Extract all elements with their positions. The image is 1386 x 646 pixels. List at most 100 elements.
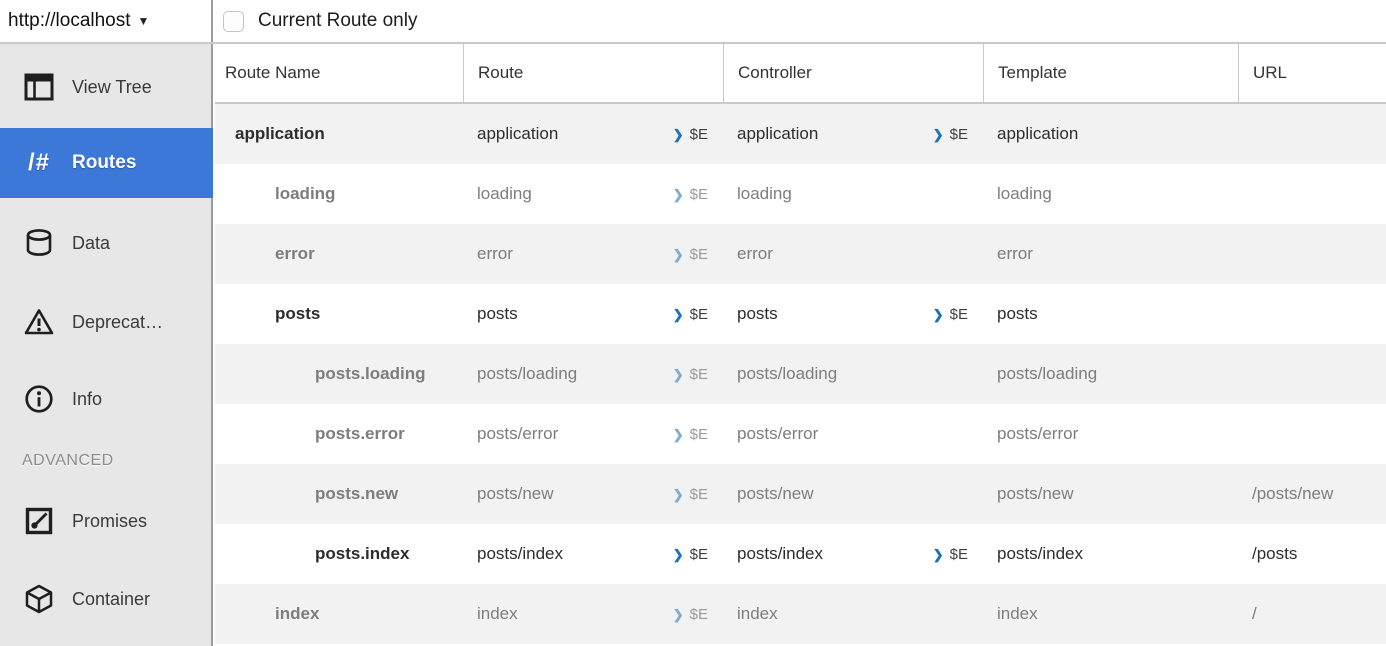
inspect-chevron-icon: ❯ bbox=[672, 306, 684, 322]
column-header-template: Template bbox=[983, 44, 1238, 102]
route-handler-text: index bbox=[477, 604, 518, 623]
sidebar-item-container[interactable]: Container bbox=[0, 571, 213, 627]
send-to-console-label[interactable]: $E bbox=[689, 485, 708, 503]
route-inspect-group[interactable]: ❯ $E bbox=[673, 186, 708, 203]
send-to-console-label[interactable]: $E bbox=[689, 185, 708, 203]
route-table-row[interactable]: posts.new posts/new ❯ $E posts/new ❯ $E … bbox=[215, 464, 1386, 524]
route-inspect-group[interactable]: ❯ $E bbox=[673, 606, 708, 623]
route-inspect-group[interactable]: ❯ $E bbox=[673, 426, 708, 443]
route-inspect-group[interactable]: ❯ $E bbox=[673, 126, 708, 143]
route-name-cell: loading bbox=[215, 164, 463, 224]
route-name-text: posts.index bbox=[315, 544, 410, 563]
sidebar-item-label: Routes bbox=[72, 152, 137, 173]
controller-inspect-group[interactable]: ❯ $E bbox=[933, 126, 968, 143]
inspect-chevron-icon: ❯ bbox=[672, 426, 684, 442]
controller-cell: posts/loading ❯ $E bbox=[723, 344, 983, 404]
column-header-url: URL bbox=[1238, 44, 1386, 102]
inspect-chevron-icon: ❯ bbox=[672, 606, 684, 622]
url-text: /posts/new bbox=[1252, 484, 1334, 503]
send-to-console-label[interactable]: $E bbox=[949, 305, 968, 323]
template-text: posts/error bbox=[997, 424, 1079, 443]
route-name-text: posts bbox=[275, 304, 321, 323]
controller-text: error bbox=[737, 244, 773, 263]
template-cell: loading bbox=[983, 164, 1238, 224]
current-route-only-checkbox[interactable] bbox=[223, 10, 244, 32]
route-table-row[interactable]: error error ❯ $E error ❯ $E error bbox=[215, 224, 1386, 284]
send-to-console-label[interactable]: $E bbox=[689, 305, 708, 323]
url-cell bbox=[1238, 104, 1386, 164]
template-cell: posts/error bbox=[983, 404, 1238, 464]
route-cell: posts/loading ❯ $E bbox=[463, 344, 723, 404]
route-inspect-group[interactable]: ❯ $E bbox=[673, 366, 708, 383]
send-to-console-label[interactable]: $E bbox=[949, 545, 968, 563]
route-cell: posts/index ❯ $E bbox=[463, 524, 723, 584]
send-to-console-label[interactable]: $E bbox=[689, 545, 708, 563]
send-to-console-label[interactable]: $E bbox=[949, 125, 968, 143]
send-to-console-label[interactable]: $E bbox=[689, 125, 708, 143]
inspect-chevron-icon: ❯ bbox=[672, 546, 684, 562]
controller-inspect-group[interactable]: ❯ $E bbox=[933, 306, 968, 323]
route-table-row[interactable]: posts.loading posts/loading ❯ $E posts/l… bbox=[215, 344, 1386, 404]
column-header-route-name: Route Name bbox=[225, 63, 321, 82]
route-name-cell: posts bbox=[215, 284, 463, 344]
url-text: / bbox=[1252, 604, 1257, 623]
send-to-console-label[interactable]: $E bbox=[689, 245, 708, 263]
route-name-cell: posts.loading bbox=[215, 344, 463, 404]
route-inspect-group[interactable]: ❯ $E bbox=[673, 546, 708, 563]
route-cell: application ❯ $E bbox=[463, 104, 723, 164]
sidebar-item-label: Promises bbox=[72, 510, 148, 531]
route-inspect-group[interactable]: ❯ $E bbox=[673, 486, 708, 503]
route-table-row[interactable]: posts.error posts/error ❯ $E posts/error… bbox=[215, 404, 1386, 464]
route-cell: posts/error ❯ $E bbox=[463, 404, 723, 464]
inspect-chevron-icon: ❯ bbox=[932, 546, 944, 562]
sidebar-item-info[interactable]: Info bbox=[0, 371, 213, 427]
sidebar-item-label: View Tree bbox=[72, 76, 152, 97]
sidebar-item-deprecations[interactable]: Deprecat… bbox=[0, 294, 213, 350]
controller-cell: posts ❯ $E bbox=[723, 284, 983, 344]
sidebar-item-data[interactable]: Data bbox=[0, 215, 213, 271]
column-header-route: Route bbox=[463, 44, 723, 102]
controller-text: posts/new bbox=[737, 484, 814, 503]
url-cell bbox=[1238, 344, 1386, 404]
route-table-row[interactable]: posts.index posts/index ❯ $E posts/index… bbox=[215, 524, 1386, 584]
sidebar-item-promises[interactable]: Promises bbox=[0, 493, 213, 549]
send-to-console-label[interactable]: $E bbox=[689, 605, 708, 623]
route-name-text: index bbox=[275, 604, 320, 623]
route-inspect-group[interactable]: ❯ $E bbox=[673, 246, 708, 263]
controller-text: posts/index bbox=[737, 544, 823, 563]
inspect-chevron-icon: ❯ bbox=[672, 246, 684, 262]
send-to-console-label[interactable]: $E bbox=[689, 365, 708, 383]
controller-cell: application ❯ $E bbox=[723, 104, 983, 164]
url-cell: /posts/new bbox=[1238, 464, 1386, 524]
database-icon bbox=[22, 226, 56, 260]
route-inspect-group[interactable]: ❯ $E bbox=[673, 306, 708, 323]
routes-table-body: application application ❯ $E application… bbox=[215, 104, 1386, 644]
route-handler-text: error bbox=[477, 244, 513, 263]
route-cell: index ❯ $E bbox=[463, 584, 723, 644]
controller-cell: posts/new ❯ $E bbox=[723, 464, 983, 524]
route-cell: posts/new ❯ $E bbox=[463, 464, 723, 524]
route-name-cell: index bbox=[215, 584, 463, 644]
host-dropdown[interactable]: http://localhost ▼ bbox=[8, 10, 149, 32]
sidebar-item-label: Data bbox=[72, 232, 111, 253]
route-table-row[interactable]: loading loading ❯ $E loading ❯ $E loadin… bbox=[215, 164, 1386, 224]
sidebar-item-view-tree[interactable]: View Tree bbox=[0, 59, 213, 115]
route-table-row[interactable]: posts posts ❯ $E posts ❯ $E posts bbox=[215, 284, 1386, 344]
current-route-only-label: Current Route only bbox=[258, 10, 418, 31]
route-cell: loading ❯ $E bbox=[463, 164, 723, 224]
template-text: index bbox=[997, 604, 1038, 623]
route-table-row[interactable]: application application ❯ $E application… bbox=[215, 104, 1386, 164]
sidebar-item-routes[interactable]: /# Routes bbox=[0, 128, 213, 198]
controller-inspect-group[interactable]: ❯ $E bbox=[933, 546, 968, 563]
sidebar-item-label: Info bbox=[72, 388, 103, 409]
route-name-cell: error bbox=[215, 224, 463, 284]
route-handler-text: posts/loading bbox=[477, 364, 578, 383]
sidebar: View Tree /# Routes Data bbox=[0, 44, 213, 646]
route-handler-text: posts/new bbox=[477, 484, 554, 503]
controller-cell: loading ❯ $E bbox=[723, 164, 983, 224]
template-text: application bbox=[997, 124, 1079, 143]
stopwatch-square-icon bbox=[22, 504, 56, 538]
send-to-console-label[interactable]: $E bbox=[689, 425, 708, 443]
info-circle-icon bbox=[22, 382, 56, 416]
route-table-row[interactable]: index index ❯ $E index ❯ $E index / bbox=[215, 584, 1386, 644]
